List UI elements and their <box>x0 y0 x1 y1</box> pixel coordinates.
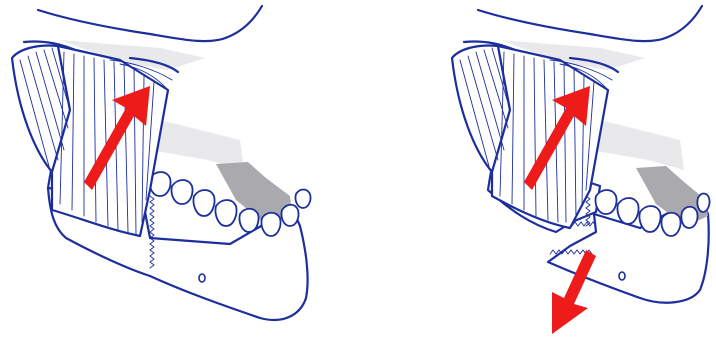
ramus-shading <box>150 118 244 170</box>
skull-outline-right <box>478 6 702 41</box>
ramus-shading-right <box>590 118 684 170</box>
masseter-muscle <box>12 46 172 237</box>
mental-foramen-right <box>619 272 625 280</box>
skull-outline <box>38 6 262 41</box>
panel-fractured-mandible <box>452 6 710 334</box>
mental-foramen <box>199 274 205 282</box>
panel-intact-mandible <box>12 6 311 320</box>
